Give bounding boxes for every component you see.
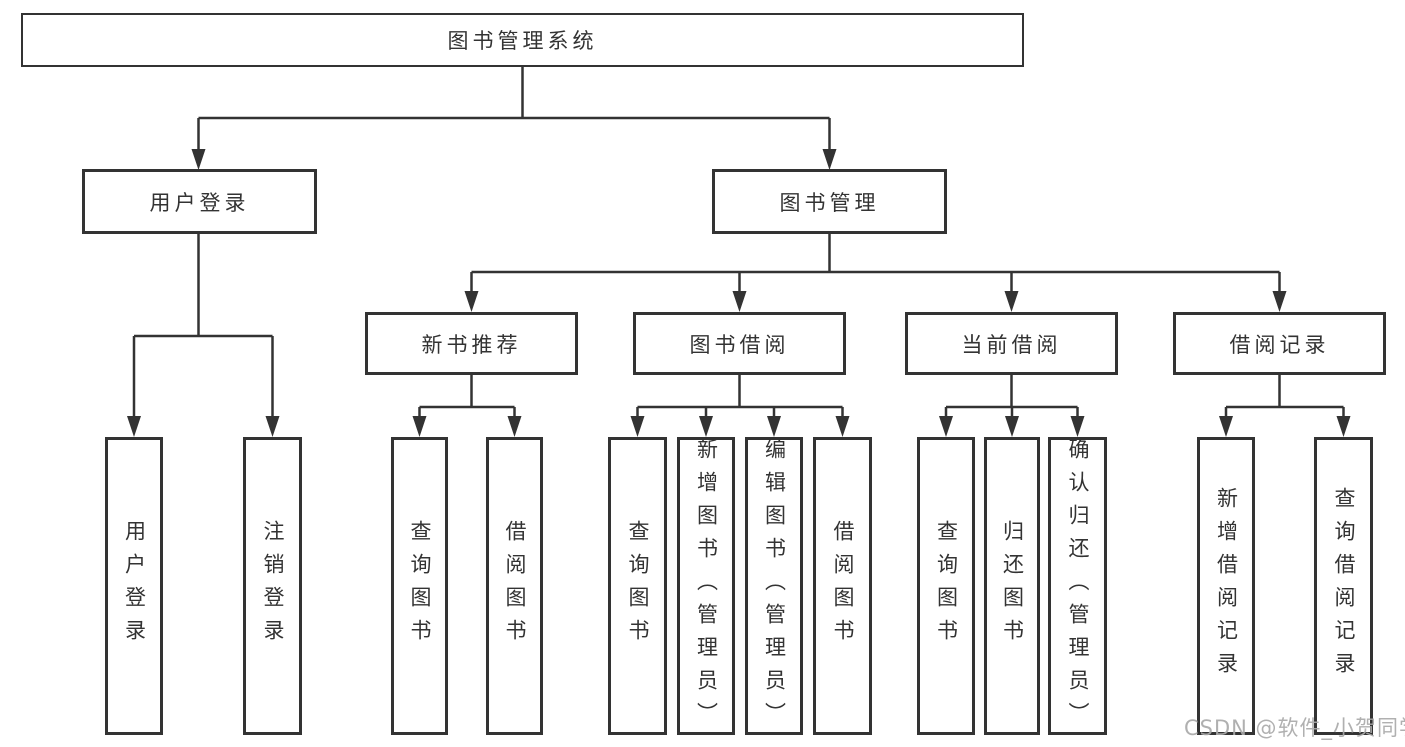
node-current-borrowing-label: 当前借阅: [961, 332, 1062, 357]
leaf-query-books-recommend: 查询图书: [391, 437, 448, 735]
leaf-user-login-label: 用户登录: [122, 520, 147, 652]
node-user-login-branch: 用户登录: [82, 169, 317, 234]
leaf-borrow-books-borrowing: 借阅图书: [813, 437, 872, 735]
node-borrowing-records-label: 借阅记录: [1229, 332, 1330, 357]
leaf-borrow-books-recommend-label: 借阅图书: [503, 520, 527, 652]
node-new-book-recommendation-label: 新书推荐: [421, 332, 522, 357]
leaf-query-books-recommend-label: 查询图书: [408, 520, 432, 652]
leaf-return-books: 归还图书: [984, 437, 1040, 735]
leaf-return-books-label: 归还图书: [1000, 520, 1025, 652]
leaf-add-books-admin: 新增图书（管理员）: [677, 437, 735, 735]
leaf-user-login: 用户登录: [105, 437, 163, 735]
node-user-login-label: 用户登录: [149, 190, 250, 215]
node-book-management-branch: 图书管理: [712, 169, 947, 234]
node-book-management-label: 图书管理: [779, 190, 880, 215]
node-root-label: 图书管理系统: [447, 29, 598, 53]
node-current-borrowing: 当前借阅: [905, 312, 1118, 375]
node-new-book-recommendation: 新书推荐: [365, 312, 578, 375]
leaf-confirm-return-admin-label: 确认归还（管理员）: [1066, 437, 1090, 735]
node-root: 图书管理系统: [21, 13, 1024, 67]
leaf-edit-books-admin: 编辑图书（管理员）: [745, 437, 803, 735]
node-book-borrowing-label: 图书借阅: [689, 332, 790, 357]
leaf-edit-books-admin-label: 编辑图书（管理员）: [762, 437, 787, 735]
leaf-borrow-books-recommend: 借阅图书: [486, 437, 543, 735]
leaf-confirm-return-admin: 确认归还（管理员）: [1048, 437, 1107, 735]
csdn-watermark: CSDN @软件_小贺同学: [1184, 716, 1405, 740]
leaf-query-borrow-record-label: 查询借阅记录: [1332, 487, 1356, 685]
leaf-query-books-borrowing-label: 查询图书: [626, 520, 650, 652]
leaf-logout: 注销登录: [243, 437, 302, 735]
leaf-query-books-current: 查询图书: [917, 437, 975, 735]
leaf-logout-label: 注销登录: [261, 520, 285, 652]
leaf-query-borrow-record: 查询借阅记录: [1314, 437, 1373, 735]
leaf-query-books-borrowing: 查询图书: [608, 437, 667, 735]
node-book-borrowing: 图书借阅: [633, 312, 846, 375]
leaf-add-borrow-record: 新增借阅记录: [1197, 437, 1255, 735]
leaf-borrow-books-borrowing-label: 借阅图书: [831, 520, 855, 652]
leaf-add-books-admin-label: 新增图书（管理员）: [694, 437, 719, 735]
leaf-query-books-current-label: 查询图书: [934, 520, 959, 652]
node-borrowing-records: 借阅记录: [1173, 312, 1386, 375]
leaf-add-borrow-record-label: 新增借阅记录: [1214, 487, 1239, 685]
